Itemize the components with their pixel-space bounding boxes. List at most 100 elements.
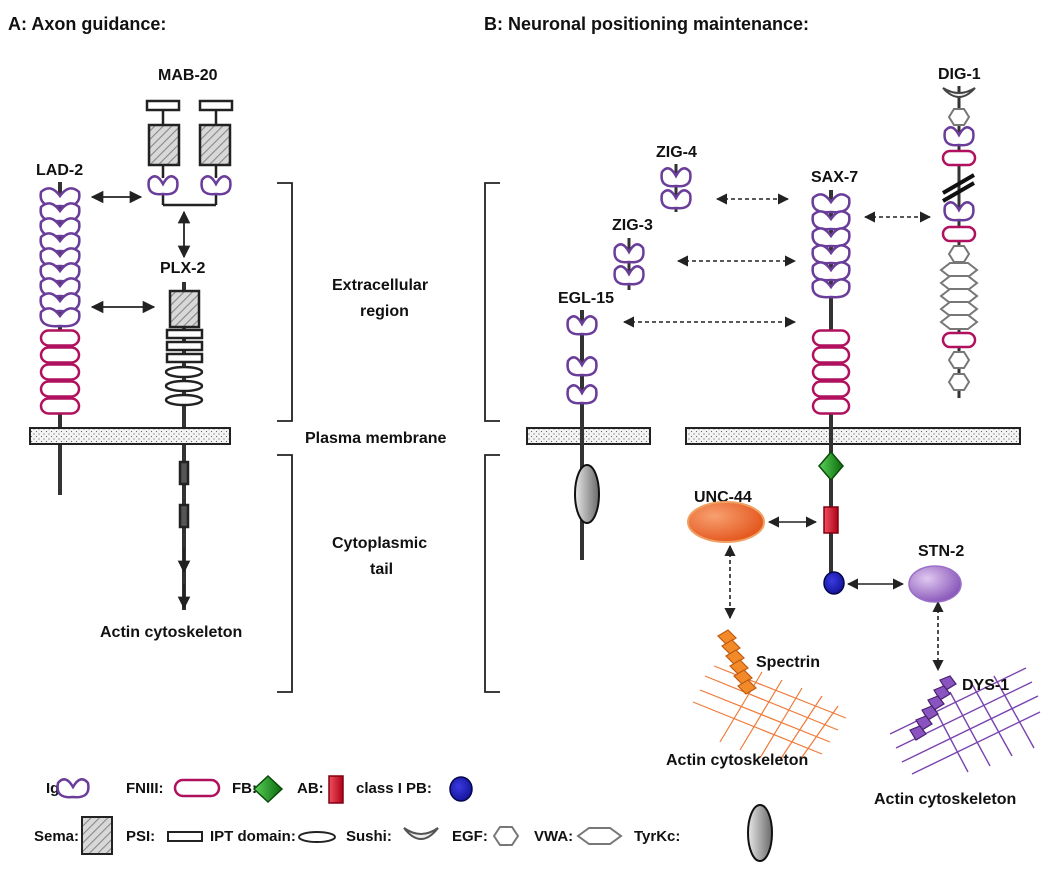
vwa-domain-dig1 [939,288,979,304]
vwa-legend-icon [576,827,623,845]
ig-domain-zig4 [660,167,692,188]
vwa-domain-dig1 [939,301,979,317]
mab20-protein [145,99,234,207]
unc44-shape [687,501,765,543]
legend-sushi-label: Sushi: [346,828,392,845]
ig-domain-dig1 [943,201,975,222]
sax7-label: SAX-7 [811,169,858,186]
bracket-extracellular [277,182,500,422]
legend-vwa-label: VWA: [534,828,573,845]
ig-domain-dig1 [943,126,975,147]
dys1-label: DYS-1 [962,677,1009,694]
membrane-a [29,427,231,445]
fniii-domain-sax7 [811,363,851,381]
membrane-b-right [685,427,1021,445]
spectrin-actin-mesh [692,665,847,761]
legend-pb-label: class I PB: [356,780,432,797]
tyrkc-legend-icon [747,804,773,862]
ig-domain-egl15 [566,384,598,405]
psi-legend-icon [167,831,203,842]
ig-domain-zig3 [613,243,645,264]
fniii-domain-lad2 [39,329,81,347]
egl15-protein [574,310,600,560]
dys1-actin-mesh [889,667,1041,775]
unc44-label: UNC-44 [694,489,752,506]
extracellular-label-1: Extracellular [332,277,428,294]
spectrin-label: Spectrin [756,654,820,671]
vwa-domain-dig1 [939,262,979,278]
legend-egf-label: EGF: [452,828,488,845]
pb-legend-icon [449,776,473,802]
actin-label-b2: Actin cytoskeleton [874,791,1016,808]
legend-fb-label: FB: [232,780,257,797]
bracket-cytoplasmic [277,454,500,693]
ig-domain-mab20 [200,175,232,196]
dys1-shape [909,675,957,741]
dig1-label: DIG-1 [938,66,981,83]
fniii-domain-dig1 [941,149,977,167]
fniii-domain-dig1 [941,225,977,243]
legend: Ig: FNIII: FB: AB: class I PB: Sema: PSI… [34,774,773,862]
sushi-legend-icon [403,827,439,840]
egf-legend-icon [492,826,520,846]
ig-domain-zig4 [660,189,692,210]
egf-domain-dig1 [947,108,971,126]
legend-tyrkc-label: TyrKc: [634,828,680,845]
spectrin-shape [717,629,757,695]
fniii-domain-sax7 [811,346,851,364]
fniii-domain-sax7 [811,380,851,398]
plasma-membrane-label: Plasma membrane [305,430,447,447]
panel-b-arrows [622,193,944,672]
fb-legend-icon [252,774,284,804]
actin-label-a: Actin cytoskeleton [100,624,242,641]
egf-domain-dig1 [947,245,971,263]
egl15-label: EGL-15 [558,290,614,307]
ig-domain-egl15 [566,315,598,336]
plx2-protein [164,282,204,610]
actin-label-b1: Actin cytoskeleton [666,752,808,769]
sushi-domain-dig1 [942,87,976,98]
lad2-label: LAD-2 [36,162,83,179]
fniii-domain-lad2 [39,346,81,364]
legend-psi-label: PSI: [126,828,155,845]
domain-layer [39,108,979,799]
legend-ipt-label: IPT domain: [210,828,296,845]
ig-domain-egl15 [566,356,598,377]
vwa-domain-dig1 [939,275,979,291]
fb-domain-sax7 [818,450,844,482]
fniii-domain-lad2 [39,397,81,415]
egf-domain-dig1 [947,373,971,391]
stn2-shape [908,565,962,603]
fniii-legend-icon [173,778,221,798]
ig-domain-lad2 [39,307,81,328]
fniii-domain-lad2 [39,380,81,398]
sema-legend-icon [81,816,113,855]
pb-domain-sax7 [823,571,845,595]
stn2-label: STN-2 [918,543,964,560]
fniii-domain-sax7 [811,329,851,347]
legend-fniii-label: FNIII: [126,780,164,797]
cytoplasmic-label-1: Cytoplasmic [332,535,427,552]
ab-domain-sax7 [823,506,839,534]
panel-a-title: A: Axon guidance: [8,14,166,34]
panel-b-title: B: Neuronal positioning maintenance: [484,14,809,34]
fniii-domain-sax7 [811,397,851,415]
ipt-legend-icon [298,831,336,843]
egf-domain-dig1 [947,351,971,369]
ig-domain-mab20 [147,175,179,196]
ab-legend-icon [328,775,344,804]
panel-a-arrows [90,190,191,610]
cytoplasmic-label-2: tail [370,561,393,578]
extracellular-label-2: region [360,303,409,320]
fniii-domain-dig1 [941,331,977,349]
zig4-label: ZIG-4 [656,144,697,161]
plx2-label: PLX-2 [160,260,205,277]
ig-domain-zig3 [613,265,645,286]
ig-domain-sax7 [811,278,851,299]
fniii-domain-lad2 [39,363,81,381]
legend-ab-label: AB: [297,780,324,797]
legend-sema-label: Sema: [34,828,79,845]
mab20-label: MAB-20 [158,67,218,84]
ig-legend-icon [56,778,90,799]
